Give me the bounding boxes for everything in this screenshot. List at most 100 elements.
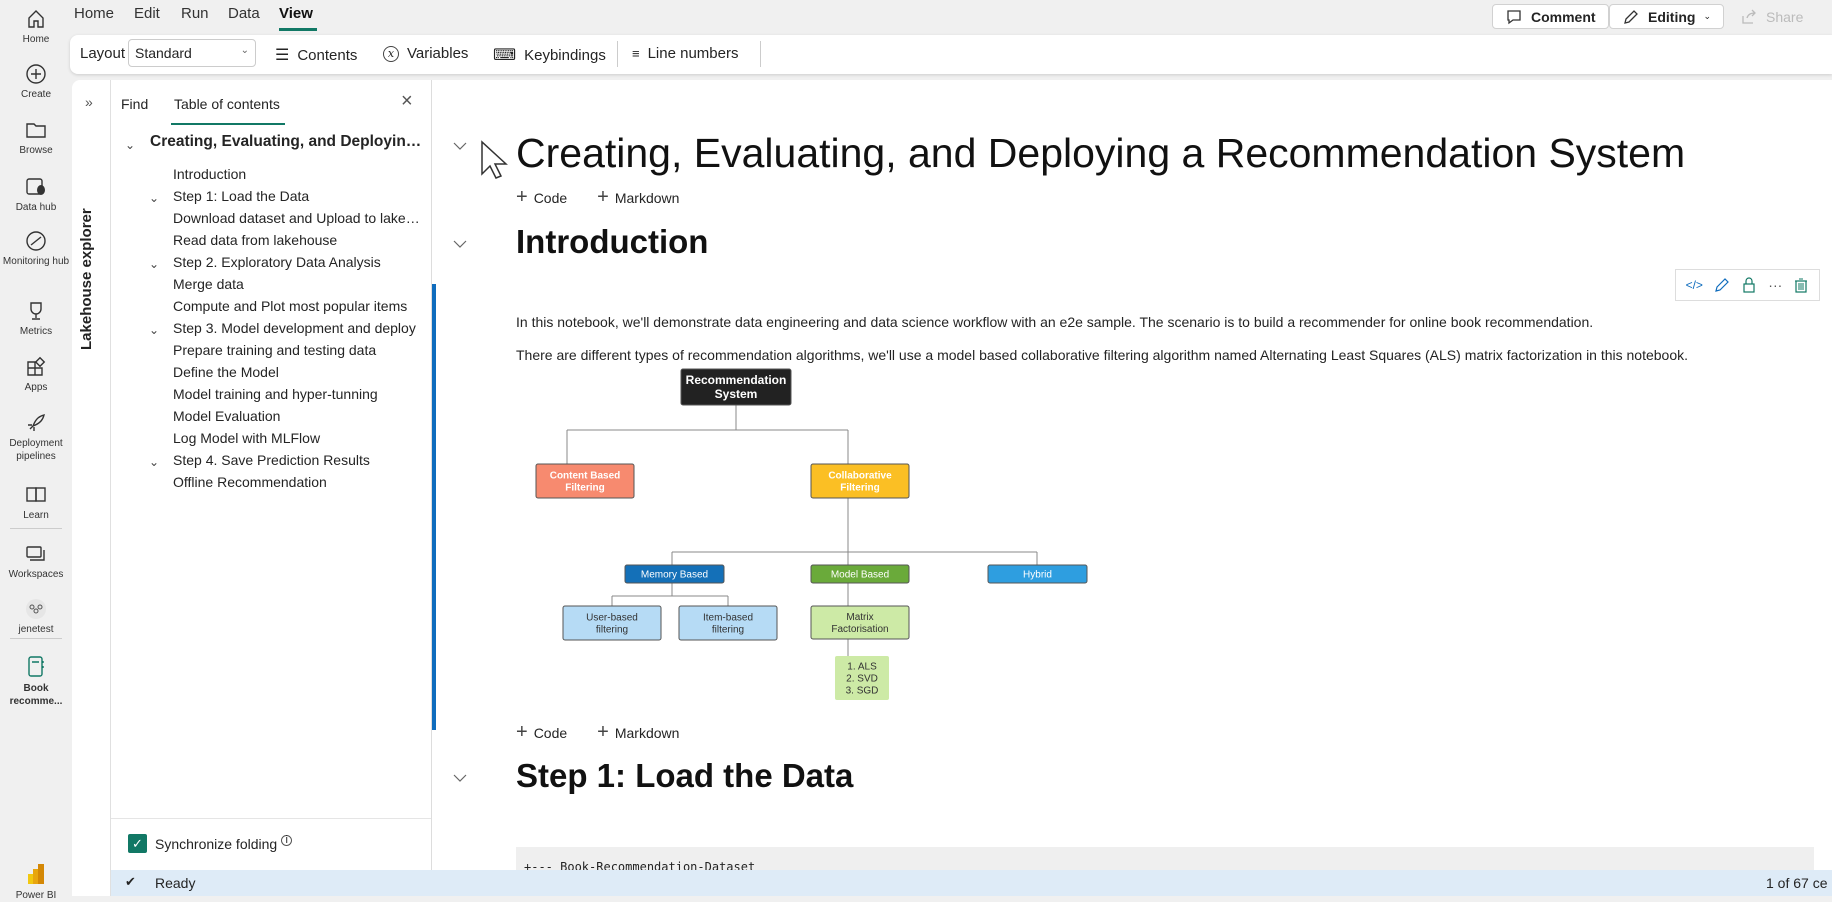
code-toggle-icon[interactable]: </>: [1685, 278, 1703, 292]
rail-apps[interactable]: Apps: [0, 356, 72, 394]
menu-run[interactable]: Run: [181, 5, 209, 22]
lakehouse-explorer-label[interactable]: Lakehouse explorer: [78, 208, 95, 350]
edit-icon[interactable]: [1714, 277, 1730, 293]
node-label: filtering: [596, 625, 628, 636]
keybindings-button[interactable]: ⌨Keybindings: [493, 46, 606, 65]
status-bar: ✔ Ready 1 of 67 ce: [111, 870, 1832, 896]
check-circle-icon: ✔: [125, 874, 136, 889]
add-markdown-button[interactable]: +Markdown: [597, 721, 680, 743]
node-label: Collaborative: [828, 471, 892, 482]
comment-button[interactable]: Comment: [1492, 4, 1609, 29]
rail-learn[interactable]: Learn: [0, 484, 72, 522]
node-box: [810, 564, 910, 584]
rail-workspaces[interactable]: Workspaces: [0, 543, 72, 581]
share-button[interactable]: Share: [1727, 4, 1817, 29]
rail-book-recommendation[interactable]: Book recomme...: [0, 655, 72, 708]
toc-item[interactable]: Merge data: [173, 276, 244, 292]
node-box: [810, 463, 910, 499]
chevron-down-icon[interactable]: ⌄: [149, 455, 160, 469]
chevron-down-icon[interactable]: ⌄: [125, 138, 136, 152]
rail-divider: [10, 528, 62, 529]
lock-icon[interactable]: [1741, 277, 1757, 293]
toc-item[interactable]: Step 3. Model development and deploy: [173, 320, 416, 336]
rail-deployment-pipelines[interactable]: Deployment pipelines: [0, 412, 72, 463]
expand-icon[interactable]: »: [85, 94, 93, 110]
delete-icon[interactable]: [1793, 277, 1809, 293]
node-label: Item-based: [703, 613, 753, 624]
collapse-chevron-icon[interactable]: [452, 770, 468, 786]
close-icon[interactable]: ×: [401, 90, 413, 112]
toc-item[interactable]: Define the Model: [173, 364, 279, 380]
editing-button[interactable]: Editing⌄: [1609, 4, 1724, 29]
add-markdown-button[interactable]: +Markdown: [597, 186, 680, 208]
rail-create[interactable]: Create: [0, 63, 72, 101]
node-label: Model Based: [831, 570, 889, 581]
add-code-button[interactable]: +Code: [516, 186, 568, 208]
toc-item[interactable]: Prepare training and testing data: [173, 342, 377, 358]
toc-item[interactable]: Download dataset and Upload to lakehouse: [173, 210, 425, 226]
toc-item[interactable]: Step 1: Load the Data: [173, 188, 310, 204]
toc-item[interactable]: Log Model with MLFlow: [173, 430, 321, 446]
more-icon[interactable]: ···: [1768, 277, 1783, 293]
add-code-button[interactable]: +Code: [516, 721, 568, 743]
left-rail: Home Create Browse Data hub Monitoring h…: [0, 0, 72, 901]
rail-jenetest[interactable]: jenetest: [0, 598, 72, 636]
toc-item[interactable]: Step 2. Exploratory Data Analysis: [173, 254, 381, 270]
heading-step-1: Step 1: Load the Data: [516, 757, 854, 794]
chevron-down-icon[interactable]: ⌄: [149, 323, 160, 337]
lakehouse-explorer-strip[interactable]: » Lakehouse explorer: [72, 80, 111, 896]
list-icon: ☰: [275, 47, 290, 64]
node-label: 2. SVD: [846, 674, 878, 685]
toc-item[interactable]: Compute and Plot most popular items: [173, 298, 408, 314]
comment-icon: [1507, 9, 1521, 24]
sync-checkbox[interactable]: ✓: [128, 834, 147, 853]
add-cell-bar: +Code +Markdown: [516, 186, 679, 209]
status-text: Ready: [155, 875, 196, 891]
menu-data[interactable]: Data: [228, 5, 260, 22]
line-numbers-button[interactable]: ≡Line numbers: [632, 45, 739, 62]
monitoring-icon: [26, 231, 46, 251]
rail-data-hub[interactable]: Data hub: [0, 176, 72, 214]
toc-item[interactable]: Read data from lakehouse: [173, 232, 338, 248]
node-box: [562, 605, 662, 641]
chevron-down-icon[interactable]: ⌄: [149, 191, 160, 205]
menu-view[interactable]: View: [279, 5, 313, 22]
plus-icon: +: [516, 186, 528, 208]
rail-browse[interactable]: Browse: [0, 119, 72, 157]
layout-label: Layout: [80, 45, 126, 62]
tab-table-of-contents[interactable]: Table of contents: [174, 96, 280, 112]
toc-root[interactable]: Creating, Evaluating, and Deploying a Re…: [150, 133, 422, 150]
notebook-canvas: Creating, Evaluating, and Deploying a Re…: [432, 80, 1832, 877]
rail-monitoring-hub[interactable]: Monitoring hub: [0, 230, 72, 268]
node-label: Hybrid: [1023, 570, 1052, 581]
rail-powerbi[interactable]: Power BI: [0, 862, 72, 902]
diagram-node-model: Model Based: [810, 564, 910, 584]
active-tab-underline: [171, 123, 285, 125]
rocket-icon: [28, 414, 45, 431]
layout-select[interactable]: Standard⌄: [128, 39, 256, 67]
toc-item[interactable]: Model Evaluation: [173, 408, 281, 424]
toc-item[interactable]: Introduction: [173, 166, 247, 182]
collapse-chevron-icon[interactable]: [452, 138, 468, 154]
info-icon: i: [281, 835, 293, 846]
menu-edit[interactable]: Edit: [134, 5, 160, 22]
menu-home[interactable]: Home: [74, 5, 115, 22]
toc-item[interactable]: Offline Recommendation: [173, 474, 327, 490]
node-label: 3. SGD: [846, 686, 879, 697]
rail-home[interactable]: Home: [0, 8, 72, 46]
collapse-chevron-icon[interactable]: [452, 236, 468, 252]
toc-item[interactable]: Step 4. Save Prediction Results: [173, 452, 370, 468]
chevron-down-icon: ⌄: [240, 45, 249, 56]
toc-item[interactable]: Model training and hyper-tunning: [173, 386, 378, 402]
rail-metrics[interactable]: Metrics: [0, 300, 72, 338]
node-label: Memory Based: [641, 570, 708, 581]
folder-icon: [26, 123, 46, 138]
synchronize-folding[interactable]: ✓ Synchronize folding i: [128, 834, 293, 853]
contents-button[interactable]: ☰Contents: [275, 46, 358, 65]
tab-find[interactable]: Find: [121, 96, 149, 112]
chevron-down-icon[interactable]: ⌄: [149, 257, 160, 271]
